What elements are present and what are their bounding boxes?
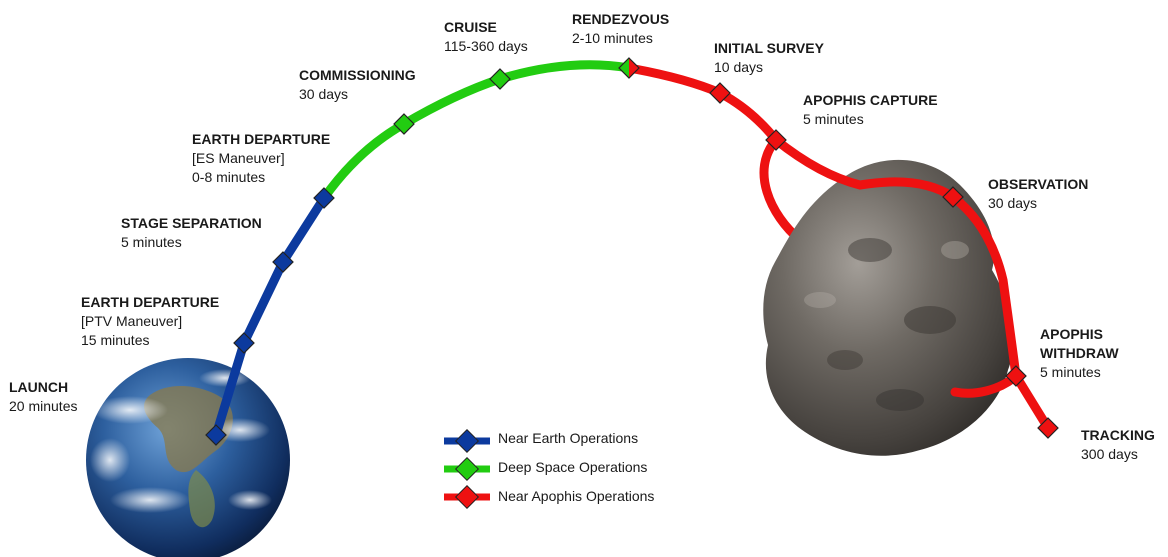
label-ptv-departure-duration: 15 minutes [81,331,219,350]
label-initial-survey: INITIAL SURVEY 10 days [714,39,824,77]
legend-label-deep-space: Deep Space Operations [498,459,647,475]
label-stage-separation-duration: 5 minutes [121,233,262,252]
label-observation: OBSERVATION 30 days [988,175,1088,213]
legend-label-near-earth: Near Earth Operations [498,430,638,446]
label-apophis-withdraw: APOPHIS WITHDRAW 5 minutes [1040,325,1119,382]
label-stage-separation-title: STAGE SEPARATION [121,214,262,233]
label-apophis-withdraw-title-1: APOPHIS [1040,325,1119,344]
label-commissioning-title: COMMISSIONING [299,66,416,85]
asteroid-icon [763,160,1013,456]
label-ptv-departure-title: EARTH DEPARTURE [81,293,219,312]
earth-icon [86,358,290,557]
label-tracking-title: TRACKING [1081,426,1155,445]
label-apophis-capture-duration: 5 minutes [803,110,938,129]
label-cruise: CRUISE 115-360 days [444,18,528,56]
label-rendezvous-title: RENDEZVOUS [572,10,669,29]
label-tracking-duration: 300 days [1081,445,1155,464]
label-es-departure-maneuver: [ES Maneuver] [192,149,330,168]
label-rendezvous: RENDEZVOUS 2-10 minutes [572,10,669,48]
label-apophis-withdraw-title-2: WITHDRAW [1040,344,1119,363]
label-es-departure: EARTH DEPARTURE [ES Maneuver] 0-8 minute… [192,130,330,187]
label-tracking: TRACKING 300 days [1081,426,1155,464]
label-ptv-departure: EARTH DEPARTURE [PTV Maneuver] 15 minute… [81,293,219,350]
label-commissioning: COMMISSIONING 30 days [299,66,416,104]
label-ptv-departure-maneuver: [PTV Maneuver] [81,312,219,331]
label-launch: LAUNCH 20 minutes [9,378,77,416]
label-commissioning-duration: 30 days [299,85,416,104]
label-apophis-capture-title: APOPHIS CAPTURE [803,91,938,110]
legend-label-near-apophis: Near Apophis Operations [498,488,654,504]
label-observation-title: OBSERVATION [988,175,1088,194]
label-launch-duration: 20 minutes [9,397,77,416]
label-launch-title: LAUNCH [9,378,77,397]
label-observation-duration: 30 days [988,194,1088,213]
label-rendezvous-duration: 2-10 minutes [572,29,669,48]
label-apophis-capture: APOPHIS CAPTURE 5 minutes [803,91,938,129]
label-es-departure-duration: 0-8 minutes [192,168,330,187]
legend-swatches [444,430,490,509]
label-initial-survey-title: INITIAL SURVEY [714,39,824,58]
label-apophis-withdraw-duration: 5 minutes [1040,363,1119,382]
label-cruise-duration: 115-360 days [444,37,528,56]
label-es-departure-title: EARTH DEPARTURE [192,130,330,149]
label-initial-survey-duration: 10 days [714,58,824,77]
label-stage-separation: STAGE SEPARATION 5 minutes [121,214,262,252]
milestone-rendezvous-marker [619,58,639,78]
label-cruise-title: CRUISE [444,18,528,37]
